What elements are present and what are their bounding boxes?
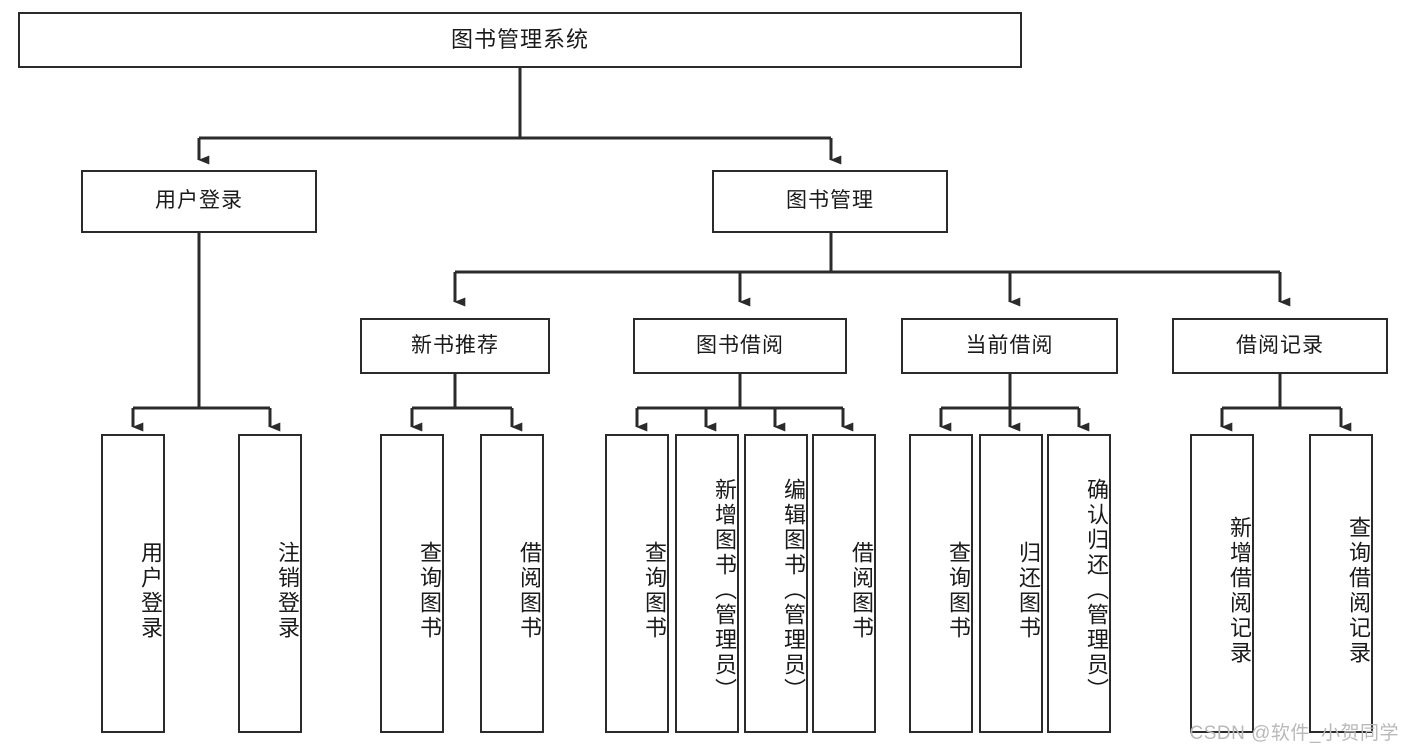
leaf-borrow-book-2[interactable]: 借阅图书: [812, 434, 876, 733]
node-label: 新增借阅记录: [1227, 515, 1252, 666]
node-label: 注销登录: [275, 540, 300, 641]
node-label: 借阅图书: [517, 540, 542, 641]
node-label: 确认归还（管理员）: [1084, 478, 1109, 703]
leaf-logout-login[interactable]: 注销登录: [238, 434, 302, 733]
leaf-query-book-3[interactable]: 查询图书: [909, 434, 973, 733]
node-label: 归还图书: [1016, 540, 1041, 641]
node-book-management[interactable]: 图书管理: [712, 170, 948, 233]
node-borrow-record[interactable]: 借阅记录: [1172, 318, 1388, 374]
node-label: 借阅图书: [849, 540, 874, 641]
leaf-query-book-2[interactable]: 查询图书: [605, 434, 669, 733]
node-label: 借阅记录: [1236, 333, 1324, 357]
node-label: 编辑图书（管理员）: [781, 478, 806, 703]
node-label: 图书管理: [786, 189, 874, 213]
leaf-add-book[interactable]: 新增图书（管理员）: [675, 434, 739, 733]
node-label: 查询借阅记录: [1346, 515, 1371, 666]
node-current-borrow[interactable]: 当前借阅: [901, 318, 1118, 374]
leaf-return-book[interactable]: 归还图书: [979, 434, 1043, 733]
node-label: 用户登录: [138, 540, 163, 641]
node-new-book-recommend[interactable]: 新书推荐: [360, 318, 550, 374]
watermark-text: CSDN @软件_小贺同学: [1189, 723, 1399, 744]
node-label: 图书借阅: [696, 333, 784, 357]
leaf-query-book-1[interactable]: 查询图书: [380, 434, 444, 733]
node-label: 用户登录: [155, 189, 243, 213]
node-label: 新书推荐: [411, 333, 499, 357]
node-label: 查询图书: [417, 540, 442, 641]
node-label: 查询图书: [946, 540, 971, 641]
leaf-add-record[interactable]: 新增借阅记录: [1190, 434, 1254, 733]
node-label: 图书管理系统: [450, 27, 589, 53]
leaf-confirm-return[interactable]: 确认归还（管理员）: [1047, 434, 1111, 733]
node-label: 新增图书（管理员）: [712, 478, 737, 703]
node-user-login[interactable]: 用户登录: [81, 170, 317, 233]
node-root-system[interactable]: 图书管理系统: [18, 12, 1022, 68]
leaf-borrow-book-1[interactable]: 借阅图书: [480, 434, 544, 733]
node-book-borrow[interactable]: 图书借阅: [633, 318, 847, 374]
leaf-query-record[interactable]: 查询借阅记录: [1309, 434, 1373, 733]
node-label: 当前借阅: [965, 333, 1054, 357]
leaf-user-login[interactable]: 用户登录: [101, 434, 165, 733]
node-label: 查询图书: [642, 540, 667, 641]
leaf-edit-book[interactable]: 编辑图书（管理员）: [744, 434, 808, 733]
